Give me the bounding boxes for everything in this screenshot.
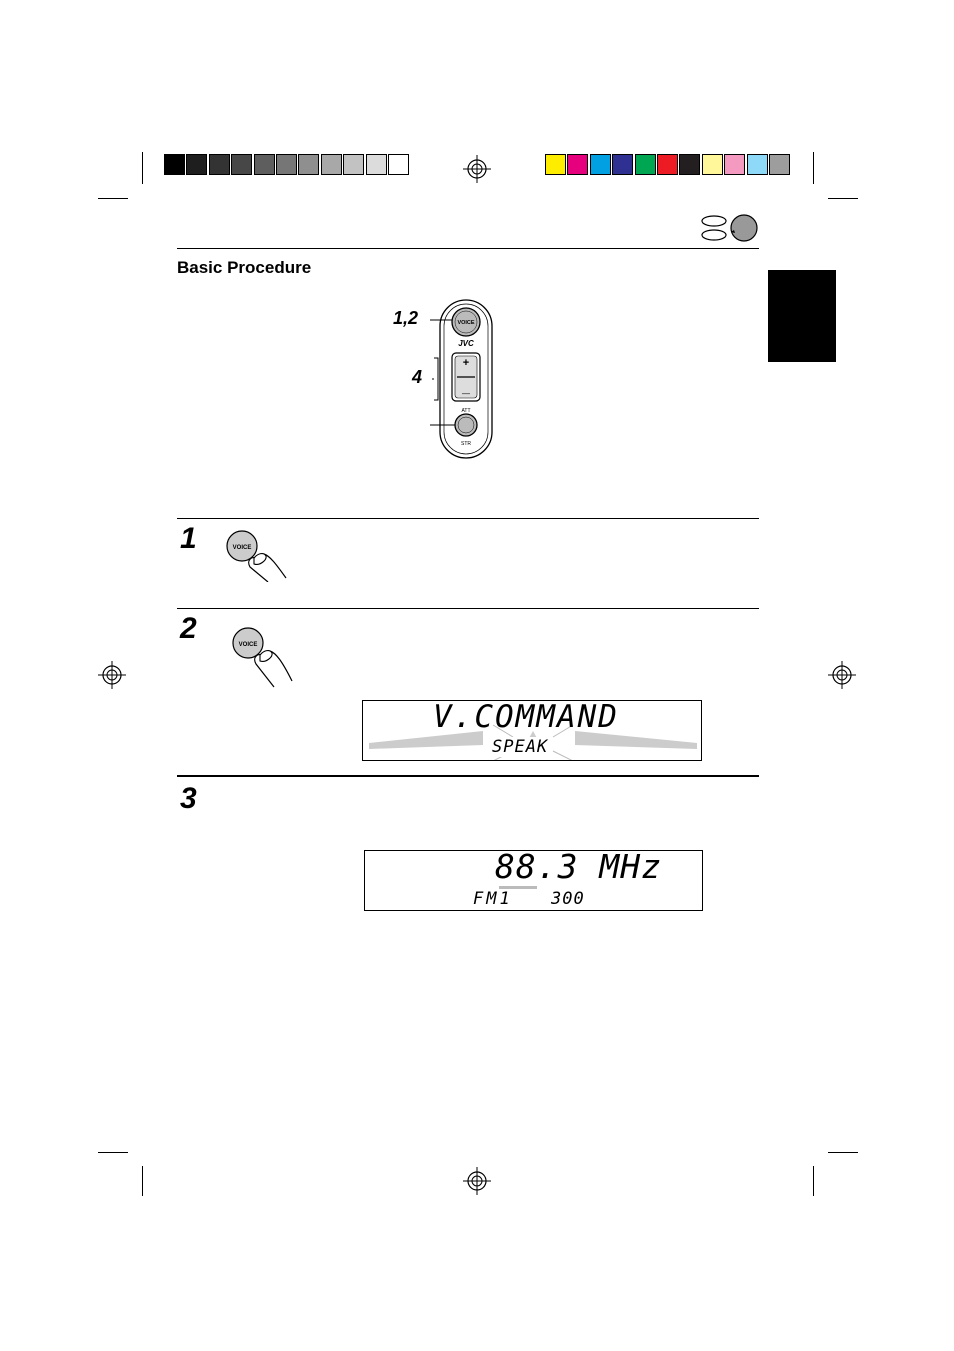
color-swatch xyxy=(298,154,320,175)
color-swatch xyxy=(679,154,701,175)
registration-target-icon xyxy=(828,661,856,689)
step-rule xyxy=(177,518,759,519)
lcd-band-indicator xyxy=(499,886,537,889)
color-swatch xyxy=(746,154,768,175)
finger-press-icon: VOICE xyxy=(226,530,287,582)
svg-text:VOICE: VOICE xyxy=(239,642,258,648)
section-title: Basic Procedure xyxy=(177,258,312,277)
color-swatch xyxy=(186,154,208,175)
svg-text:JVC: JVC xyxy=(458,339,474,348)
color-swatch xyxy=(208,154,230,175)
registration-target-icon xyxy=(463,1167,491,1195)
svg-text:—: — xyxy=(462,389,470,398)
svg-text:+: + xyxy=(463,357,469,369)
color-swatch xyxy=(276,154,297,175)
color-swatch xyxy=(657,154,678,175)
lcd-band: FM1 xyxy=(473,889,513,909)
lcd-display-voice-command: V.COMMAND SPEAK xyxy=(362,700,702,761)
lcd-display-frequency: 88.3 MHz FM1 300 xyxy=(364,850,703,911)
color-swatch xyxy=(567,154,589,175)
lcd-preset: 300 xyxy=(551,889,585,909)
color-swatch xyxy=(612,154,634,175)
lcd-frequency: 88.3 MHz xyxy=(495,850,662,886)
step-number: 1 xyxy=(180,522,197,555)
step-rule xyxy=(177,775,759,777)
crop-mark xyxy=(828,1152,858,1153)
color-swatch xyxy=(164,154,185,175)
finger-press-icon: VOICE xyxy=(232,627,293,688)
color-swatch xyxy=(231,154,253,175)
crop-mark xyxy=(98,1152,128,1153)
registration-target-icon xyxy=(463,155,491,183)
color-swatch xyxy=(634,154,656,175)
crop-mark xyxy=(142,1166,143,1196)
color-swatch xyxy=(589,154,611,175)
crop-mark xyxy=(98,198,128,199)
crop-mark xyxy=(813,152,814,184)
voice-button xyxy=(451,307,481,337)
remote-control: VOICE JVC + — ATT STR xyxy=(430,299,493,459)
color-swatch xyxy=(365,154,387,175)
svg-text:STR: STR xyxy=(461,441,471,447)
language-tab xyxy=(768,270,836,362)
color-swatch xyxy=(701,154,723,175)
color-swatch xyxy=(343,154,365,175)
crop-mark xyxy=(813,1166,814,1196)
svg-text:VOICE: VOICE xyxy=(233,545,252,551)
callout-4: 4 xyxy=(412,367,423,387)
color-swatch xyxy=(253,154,275,175)
svg-text:ATT: ATT xyxy=(461,408,470,414)
color-swatch xyxy=(724,154,746,175)
lcd-main-text: V.COMMAND xyxy=(433,700,619,735)
color-swatch xyxy=(545,154,566,175)
svg-text:VOICE: VOICE xyxy=(457,320,474,326)
header-rule xyxy=(177,248,759,249)
crop-mark xyxy=(828,198,858,199)
callout-1-2: 1,2 xyxy=(393,308,419,328)
voice-head-icon xyxy=(701,214,758,242)
lcd-sub-text: SPEAK xyxy=(489,737,552,757)
step-number: 2 xyxy=(180,612,197,645)
color-swatch xyxy=(769,154,790,175)
color-swatch xyxy=(388,154,409,175)
color-swatch xyxy=(320,154,342,175)
crop-mark xyxy=(142,152,143,184)
step-number: 3 xyxy=(180,782,197,815)
registration-target-icon xyxy=(98,661,126,689)
step-rule xyxy=(177,608,759,609)
